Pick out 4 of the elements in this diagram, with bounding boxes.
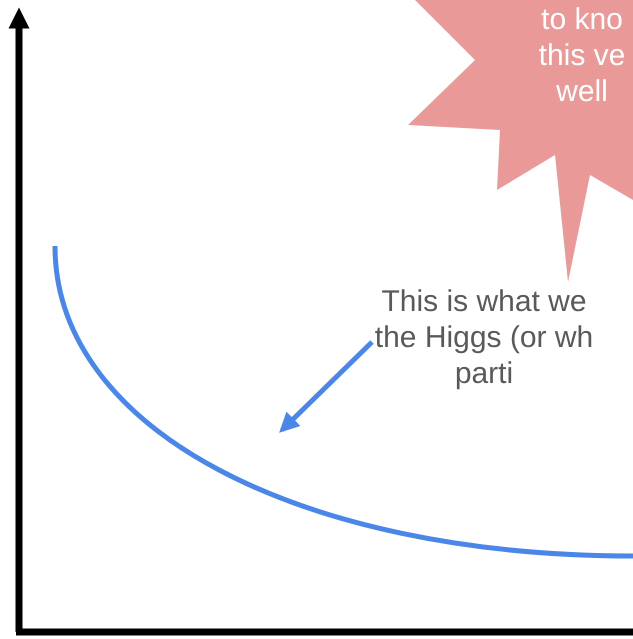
- annotation-text: This is what we the Higgs (or wh parti: [374, 284, 594, 392]
- burst-text: to kno this ve well: [538, 2, 626, 110]
- leader-arrow: [279, 340, 374, 433]
- curve: [52, 246, 633, 558]
